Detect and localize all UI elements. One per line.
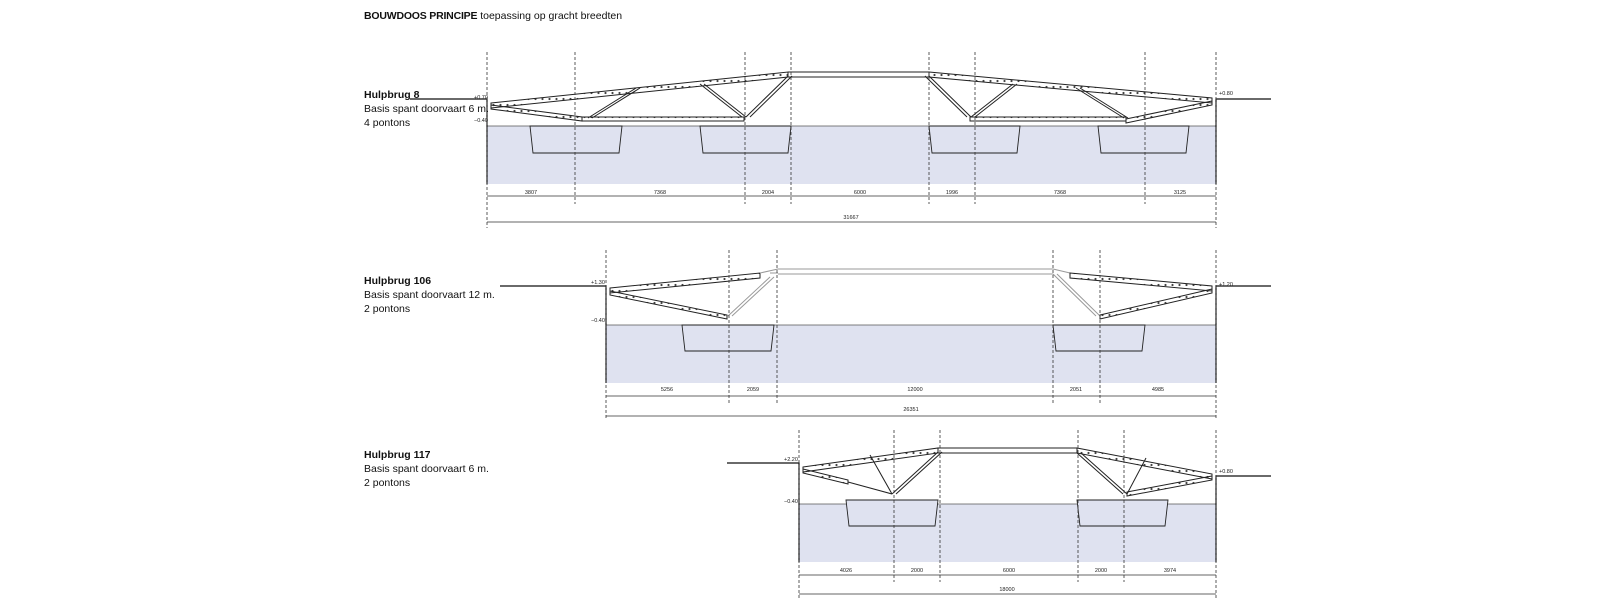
bank-left xyxy=(410,98,488,184)
pontoon xyxy=(1052,324,1146,352)
pontoon xyxy=(529,125,623,154)
level-left: +0.70 xyxy=(474,95,488,101)
level-right: +1.20 xyxy=(1219,282,1233,288)
bridge-drawing-8: +0.70 +0.80 −0.40 3807 7368 2004 6000 19… xyxy=(410,52,1271,228)
pontoon xyxy=(1076,499,1169,527)
segment-dim: 2000 xyxy=(911,568,923,574)
segment-dim: 7368 xyxy=(1054,190,1066,196)
water-level: −0.40 xyxy=(784,499,798,505)
water-level: −0.40 xyxy=(591,318,605,324)
drawing-title: BOUWDOOS PRINCIPE toepassing op gracht b… xyxy=(364,10,622,22)
bank-left xyxy=(727,462,800,562)
segment-dim: 4026 xyxy=(840,568,852,574)
pontoon xyxy=(928,125,1021,154)
bridge-pontoons: 4 pontons xyxy=(364,117,411,129)
bank-right xyxy=(1215,98,1271,184)
segment-dim: 6000 xyxy=(854,190,866,196)
dimension-lines xyxy=(487,195,1216,223)
segment-dim: 1996 xyxy=(946,190,958,196)
bridge-label-8: Hulpbrug 8 Basis spant doorvaart 6 m. 4 … xyxy=(364,88,489,130)
bridge-drawing-117: +2.20 +0.80 −0.40 4026 2000 6000 2000 39… xyxy=(727,430,1271,598)
bridge-name: Hulpbrug 106 xyxy=(364,275,432,287)
dimension-lines xyxy=(606,395,1216,417)
segment-dim: 3125 xyxy=(1174,190,1186,196)
segment-dim: 5256 xyxy=(661,387,673,393)
grid-lines xyxy=(486,52,1217,228)
bank-right xyxy=(1215,475,1271,562)
truss xyxy=(802,447,1213,497)
bridge-label-106: Hulpbrug 106 Basis spant doorvaart 12 m.… xyxy=(364,274,495,316)
bridge-pontoons: 2 pontons xyxy=(364,477,411,489)
level-left: +1.30 xyxy=(591,280,605,286)
level-left: +2.20 xyxy=(784,457,798,463)
total-dim: 31667 xyxy=(843,215,858,221)
level-right: +0.80 xyxy=(1219,91,1233,97)
water-level: −0.40 xyxy=(474,118,488,124)
truss xyxy=(609,268,1213,320)
bridge-label-117: Hulpbrug 117 Basis spant doorvaart 6 m. … xyxy=(364,448,489,490)
bridge-desc: Basis spant doorvaart 12 m. xyxy=(364,289,495,301)
grid-lines xyxy=(798,430,1217,598)
bank-right xyxy=(1215,285,1271,383)
total-dim: 18000 xyxy=(999,587,1014,593)
bridge-name: Hulpbrug 8 xyxy=(364,89,420,101)
grid-lines xyxy=(605,250,1217,420)
bridge-name: Hulpbrug 117 xyxy=(364,449,431,461)
pontoon xyxy=(845,499,939,527)
segment-dim: 2000 xyxy=(1095,568,1107,574)
bridge-desc: Basis spant doorvaart 6 m. xyxy=(364,103,489,115)
total-dim: 26351 xyxy=(903,407,918,413)
bridge-desc: Basis spant doorvaart 6 m. xyxy=(364,463,489,475)
segment-dim: 2051 xyxy=(1070,387,1082,393)
level-right: +0.80 xyxy=(1219,469,1233,475)
segment-dim: 6000 xyxy=(1003,568,1015,574)
pontoon xyxy=(681,324,775,352)
segment-dim: 2059 xyxy=(747,387,759,393)
pontoon xyxy=(1097,125,1190,154)
bank-left xyxy=(500,285,607,383)
segment-dim: 4985 xyxy=(1152,387,1164,393)
segment-dim: 12000 xyxy=(907,387,922,393)
bridge-drawing-106: +1.30 +1.20 −0.40 5256 2059 12000 2051 4… xyxy=(500,250,1271,420)
segment-dim: 2004 xyxy=(762,190,774,196)
title-bold: BOUWDOOS PRINCIPE xyxy=(364,10,478,22)
pontoon xyxy=(699,125,792,154)
segment-dim: 7368 xyxy=(654,190,666,196)
dimension-lines xyxy=(799,574,1216,595)
title-rest: toepassing op gracht breedten xyxy=(477,10,623,22)
segment-dim: 3807 xyxy=(525,190,537,196)
bridge-pontoons: 2 pontons xyxy=(364,303,411,315)
truss xyxy=(490,71,1213,124)
segment-dim: 3974 xyxy=(1164,568,1176,574)
